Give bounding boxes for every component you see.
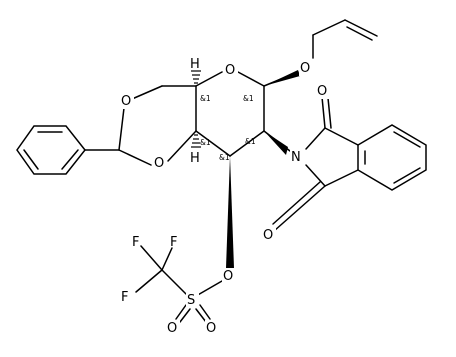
atom-o-sulfonyl-2: O (206, 321, 216, 336)
bond-s-o2 (195, 308, 207, 323)
bond-cup-oup-double (327, 97, 332, 129)
bond-cf3-f2 (161, 247, 173, 271)
bond-cdown-odown-double (272, 181, 321, 225)
atom-n: N (291, 150, 301, 165)
bond-cup-oup (321, 96, 326, 129)
bond-c5-oring (195, 71, 223, 87)
bond-s-o1 (179, 308, 191, 323)
atom-o-allyl: O (300, 61, 310, 76)
phthalimide-double-2 (393, 167, 421, 184)
bond-c3-c4 (195, 130, 231, 157)
atom-h-top: H (190, 57, 200, 72)
wedge-c1-oallyl (264, 70, 300, 86)
wedge-c3-otf (226, 156, 234, 268)
wedge-c2-n (264, 131, 288, 155)
bond-cacetal-ob (118, 149, 152, 166)
phthalimide-double-3 (393, 131, 421, 148)
stereo-bonds (191, 70, 300, 268)
atom-o-acetal-bottom: O (154, 156, 164, 171)
bond-otf-s (195, 280, 223, 297)
atom-s: S (187, 293, 195, 308)
atom-f-3: F (121, 290, 128, 305)
bond-ch-ch2 (344, 19, 378, 37)
phthalimide-benzene (357, 124, 427, 191)
bond-s-o2-double (199, 304, 211, 320)
bond-ch-ch2-double (346, 26, 373, 41)
atom-f-1: F (132, 235, 139, 250)
bond-n-cdown (305, 164, 326, 187)
phenyl-double-3 (61, 149, 79, 170)
hash-c5-htop (191, 70, 201, 84)
stereo-label-c4: &1 (200, 138, 211, 147)
atom-o-imide-bottom: O (263, 228, 273, 243)
atom-o-imide-top: O (317, 84, 327, 99)
stereo-label-c3: &1 (219, 153, 230, 162)
bond-ob-c4 (167, 130, 197, 162)
bonds (16, 19, 427, 323)
bond-n-cup (305, 127, 326, 150)
atom-labels: O O O O H H N O O O S O O F F F (120, 57, 330, 336)
bond-cdown-odown (273, 185, 326, 232)
bond-cf3-f1 (140, 245, 163, 271)
atom-o-sulfonyl-1: O (167, 321, 177, 336)
hash-c4-hbottom (191, 134, 201, 148)
bond-s-o1-double (175, 304, 187, 320)
bond-cup-ar (324, 127, 359, 146)
bond-s-cf3 (161, 269, 187, 295)
bond-cdown-ar (324, 169, 359, 187)
atom-o-triflate: O (223, 269, 233, 284)
bond-ch2-ch (312, 19, 346, 36)
stereo-labels: &1 &1 &1 &1 &1 (200, 94, 256, 162)
stereo-label-c5: &1 (200, 94, 211, 103)
phenyl-ring (16, 125, 86, 175)
atom-o-ring: O (225, 63, 235, 78)
bond-oring-c1 (237, 71, 265, 87)
bond-c6-oacetal (131, 85, 163, 100)
bond-oacetal-cacetal (118, 107, 125, 151)
bond-cf3-f3 (135, 269, 163, 293)
phenyl-double-2 (23, 149, 39, 170)
bond-c2-c3 (229, 130, 265, 157)
stereo-label-c2: &1 (245, 137, 256, 146)
atom-o-acetal-top: O (121, 94, 131, 109)
atom-h-bottom: H (190, 151, 200, 166)
atom-f-2: F (170, 235, 177, 250)
stereo-label-c1: &1 (243, 94, 254, 103)
